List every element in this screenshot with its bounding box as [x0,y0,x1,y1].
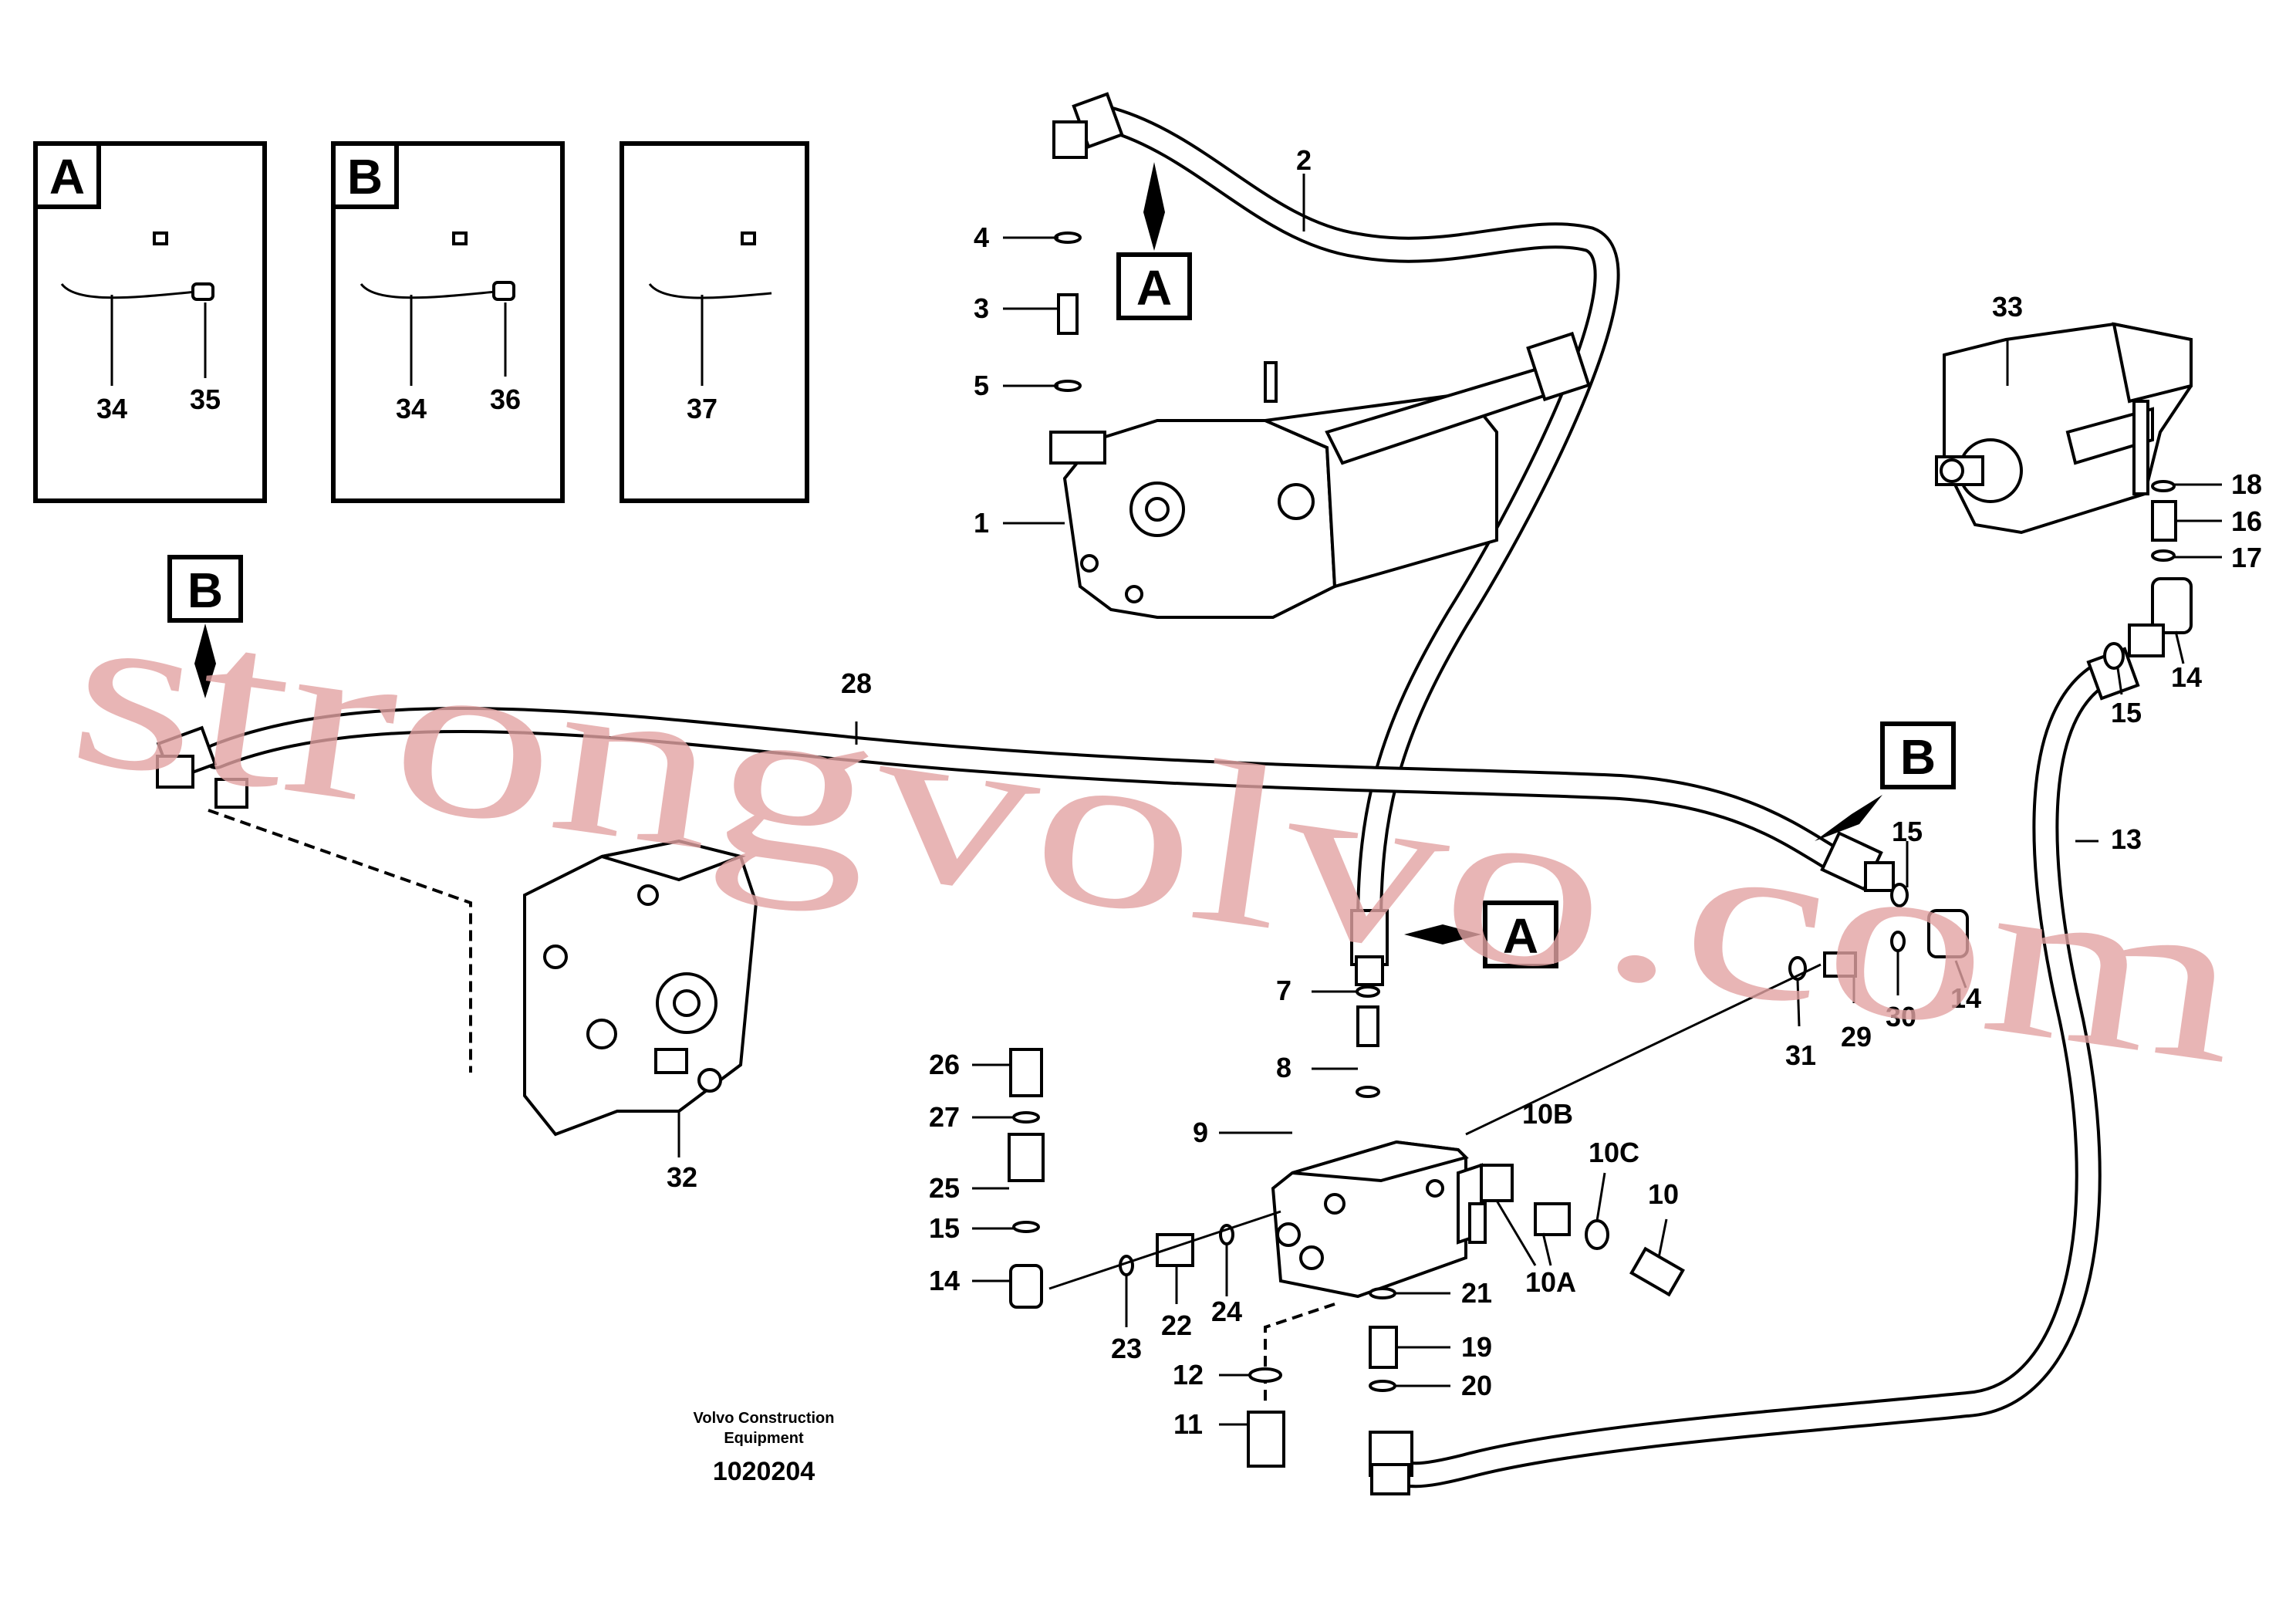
label-part-27: 27 [929,1101,960,1133]
valve-block-assembly [1264,1140,1487,1404]
label-part-33: 33 [1992,291,2023,323]
label-part-7: 7 [1276,975,1292,1006]
hose-28 [156,707,1895,892]
label-part-25: 25 [929,1172,960,1204]
motor-assembly [1935,322,2193,535]
label-part-15-right: 15 [1892,816,1923,847]
label-part-32: 32 [667,1161,697,1193]
label-part-30: 30 [1886,1001,1916,1032]
label-part-16: 16 [2231,505,2262,537]
control-valve-assembly [208,809,758,1137]
label-part-22: 22 [1161,1309,1192,1341]
label-part-14-motor: 14 [2171,661,2202,693]
label-part-5: 5 [974,370,989,401]
cable-tie-mount-icon [191,282,214,301]
label-part-26: 26 [929,1049,960,1080]
callout-b-left: B [167,555,243,698]
pump-assembly [1049,331,1591,619]
label-part-8: 8 [1276,1052,1292,1083]
label-part-12: 12 [1173,1359,1204,1391]
label-part-10a: 10A [1525,1266,1576,1298]
callout-b-right: B [1815,721,1956,841]
cable-tie-icon [357,231,497,299]
label-part-23: 23 [1111,1333,1142,1364]
label-part-3: 3 [974,292,989,324]
callout-a-mid: A [1404,901,1558,968]
label-part-1: 1 [974,507,989,539]
inset-box-b-letter: B [347,149,383,204]
part-labels: 4 3 5 1 2 33 18 16 17 14 15 13 28 15 14 … [667,144,2262,1440]
inset-box-a: A 34 35 [33,141,267,503]
inset-box-b: B 34 36 [331,141,565,503]
callout-b-right-letter: B [1900,729,1936,785]
callout-b-left-letter: B [187,563,223,618]
label-part-17: 17 [2231,542,2262,573]
inset-box-c: 37 [620,141,809,503]
label-part-28: 28 [841,667,872,699]
label-part-19: 19 [1461,1331,1492,1363]
label-part-2: 2 [1296,144,1312,176]
cable-tie-icon [58,231,198,299]
inset-box-b-part-1: 34 [396,393,427,424]
label-part-11: 11 [1173,1408,1203,1440]
label-part-9: 9 [1193,1117,1208,1148]
diagram-caption: Volvo Construction Equipment 1020204 [694,1410,835,1486]
inset-box-b-part-2: 36 [490,384,521,415]
inset-box-a-part-2: 35 [190,384,221,415]
label-part-14-right: 14 [1950,982,1981,1014]
label-part-10c: 10C [1589,1137,1639,1168]
label-part-31: 31 [1785,1039,1816,1071]
label-part-21: 21 [1461,1277,1492,1309]
label-part-15-motor: 15 [2111,697,2142,728]
label-part-18: 18 [2231,468,2262,500]
label-part-4: 4 [974,221,989,253]
label-part-24: 24 [1211,1296,1242,1327]
label-part-14-left: 14 [929,1265,960,1296]
label-part-20: 20 [1461,1370,1492,1401]
label-part-10b: 10B [1522,1098,1573,1130]
cable-tie-mount-icon [492,281,515,301]
hose-2 [1052,92,1620,986]
inset-box-c-part-1: 37 [687,393,718,424]
caption-company-line1: Volvo Construction [694,1410,835,1427]
label-part-13: 13 [2111,823,2142,855]
label-part-10: 10 [1648,1178,1679,1210]
callout-a-mid-letter: A [1503,908,1538,964]
leader-lines [677,174,2222,1426]
caption-diagram-number: 1020204 [713,1457,815,1486]
hose-13 [1369,647,2140,1495]
inset-box-a-letter: A [49,149,85,204]
inset-box-a-part-1: 34 [96,393,127,424]
caption-company-line2: Equipment [724,1430,804,1447]
cable-tie-icon [646,231,772,299]
callout-a-top-letter: A [1136,260,1172,316]
watermark-text: strongvolvo.com [58,555,2256,1113]
callout-a-top: A [1116,162,1192,320]
label-part-29: 29 [1841,1021,1872,1053]
label-part-15-left: 15 [929,1212,960,1244]
